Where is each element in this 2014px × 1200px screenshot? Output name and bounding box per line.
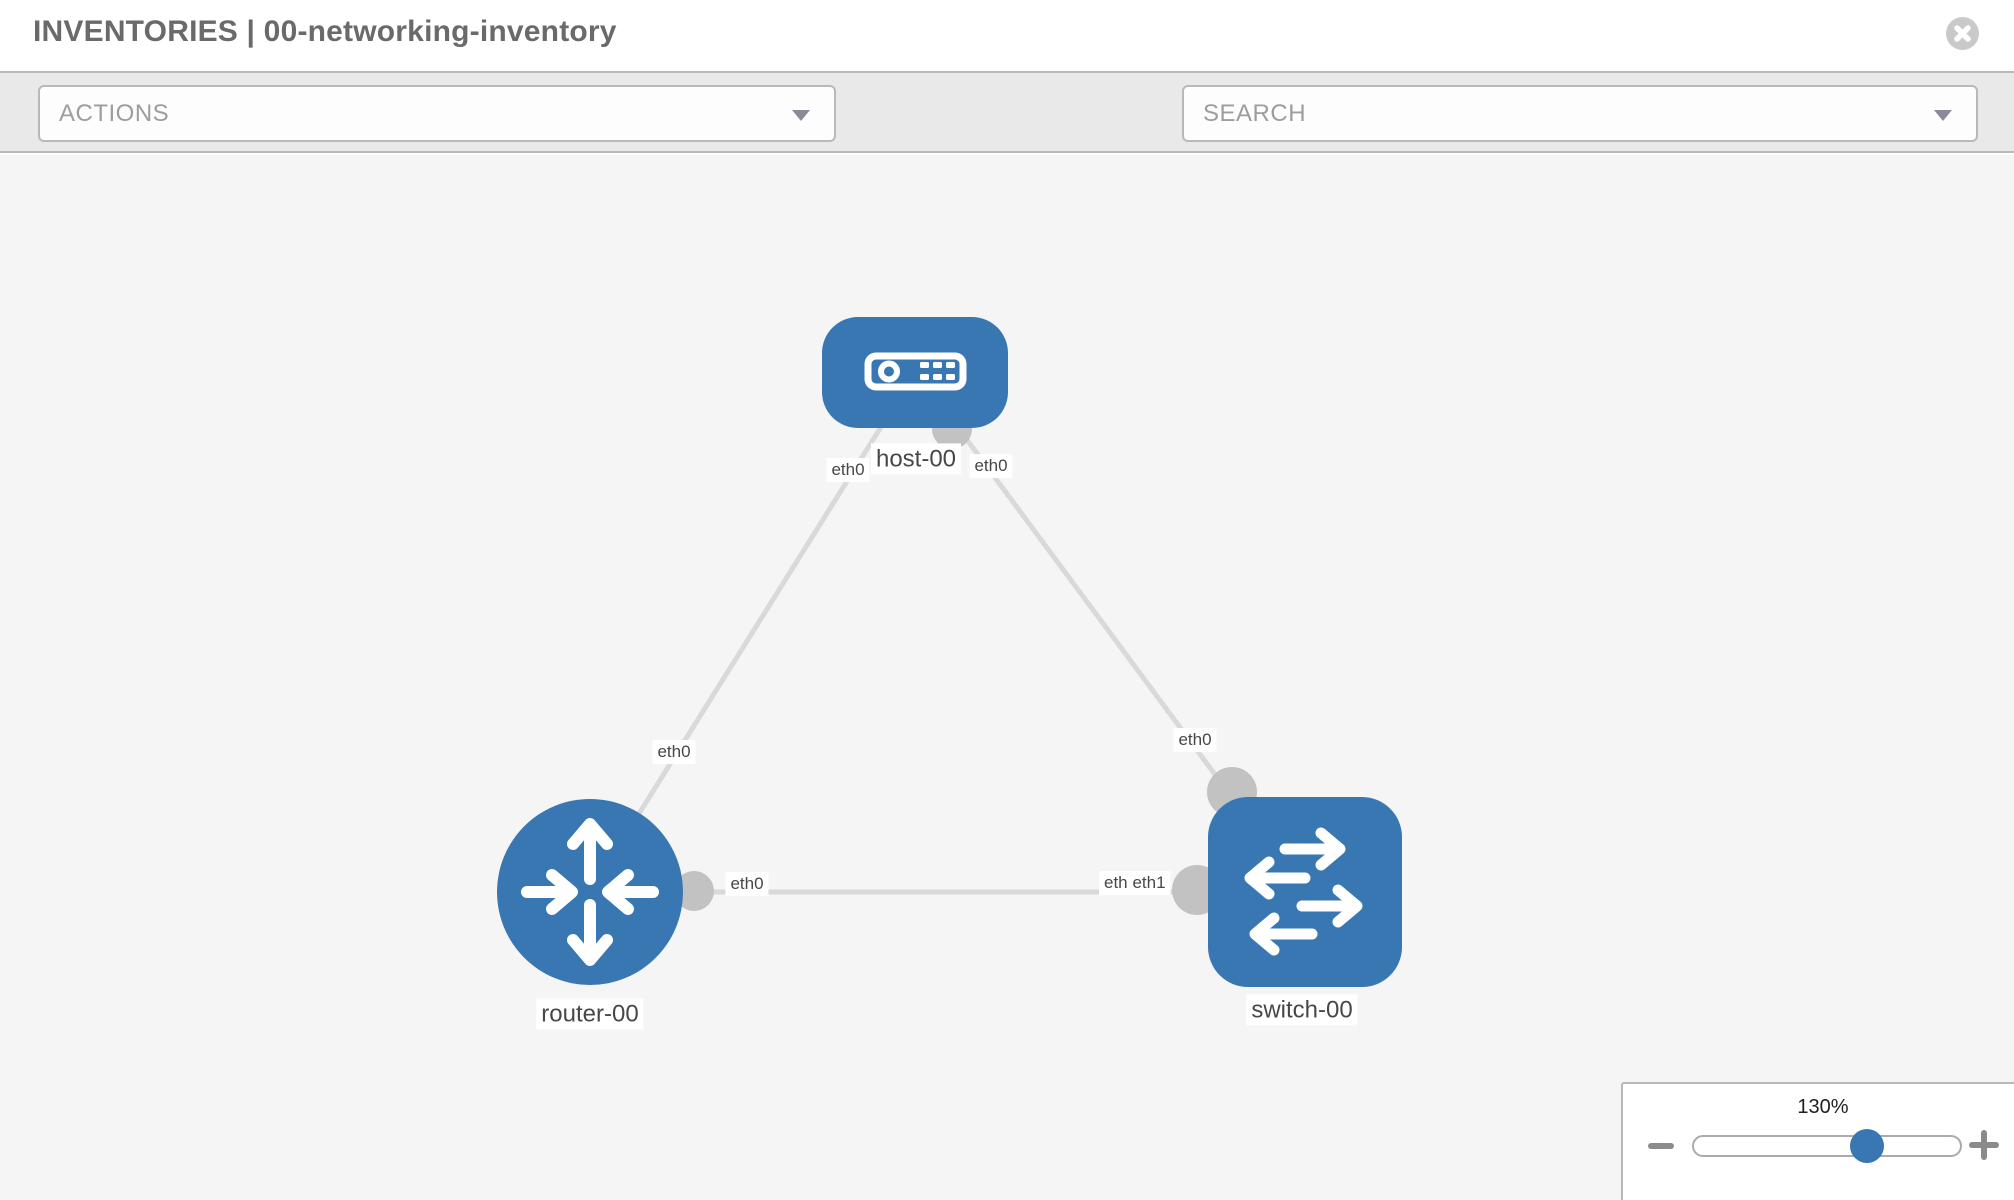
node-switch-00[interactable] bbox=[1208, 797, 1402, 987]
plus-icon bbox=[1969, 1130, 1999, 1160]
topology-canvas[interactable]: eth0 eth0 eth0 eth0 eth0 eth1 eth1 host-… bbox=[0, 155, 2014, 1200]
chevron-down-icon bbox=[1934, 109, 1952, 121]
zoom-in-button[interactable] bbox=[1968, 1129, 2000, 1161]
toolbar: ACTIONS SEARCH bbox=[0, 71, 2014, 204]
node-label-router: router-00 bbox=[536, 998, 644, 1030]
actions-dropdown[interactable]: ACTIONS bbox=[38, 85, 836, 142]
node-router-00[interactable] bbox=[497, 799, 683, 985]
zoom-slider-track[interactable] bbox=[1692, 1129, 1962, 1163]
minus-icon bbox=[1648, 1143, 1674, 1149]
close-icon bbox=[1954, 25, 1971, 42]
node-host-00[interactable] bbox=[822, 317, 1008, 428]
iface-label-overlapped: eth1 bbox=[1099, 871, 1128, 895]
iface-label: eth0 bbox=[969, 454, 1013, 478]
switch-icon bbox=[1244, 827, 1363, 956]
zoom-level-label: 130% bbox=[1797, 1096, 1849, 1118]
link-host-router[interactable] bbox=[587, 369, 919, 894]
header-bar: INVENTORIES | 00-networking-inventory bbox=[0, 0, 2014, 71]
iface-label: eth1 bbox=[1127, 871, 1171, 895]
search-dropdown-label: SEARCH bbox=[1203, 99, 1307, 127]
host-icon bbox=[864, 352, 967, 391]
search-dropdown[interactable]: SEARCH bbox=[1182, 85, 1978, 142]
close-button[interactable] bbox=[1946, 17, 1979, 50]
router-icon bbox=[521, 818, 659, 966]
node-label-switch: switch-00 bbox=[1246, 994, 1358, 1026]
page-title: INVENTORIES | 00-networking-inventory bbox=[33, 15, 617, 48]
actions-dropdown-label: ACTIONS bbox=[59, 99, 170, 127]
node-label-host: host-00 bbox=[870, 443, 962, 475]
iface-label: eth0 bbox=[1173, 728, 1217, 752]
zoom-slider-knob[interactable] bbox=[1850, 1129, 1884, 1163]
chevron-down-icon bbox=[792, 109, 810, 121]
zoom-out-button[interactable] bbox=[1646, 1133, 1676, 1159]
iface-label: eth0 bbox=[826, 458, 870, 482]
zoom-panel: 130% bbox=[1621, 1082, 2014, 1200]
iface-label: eth0 bbox=[652, 740, 696, 764]
endpoint-dot bbox=[674, 871, 714, 911]
iface-label: eth0 bbox=[725, 872, 769, 896]
